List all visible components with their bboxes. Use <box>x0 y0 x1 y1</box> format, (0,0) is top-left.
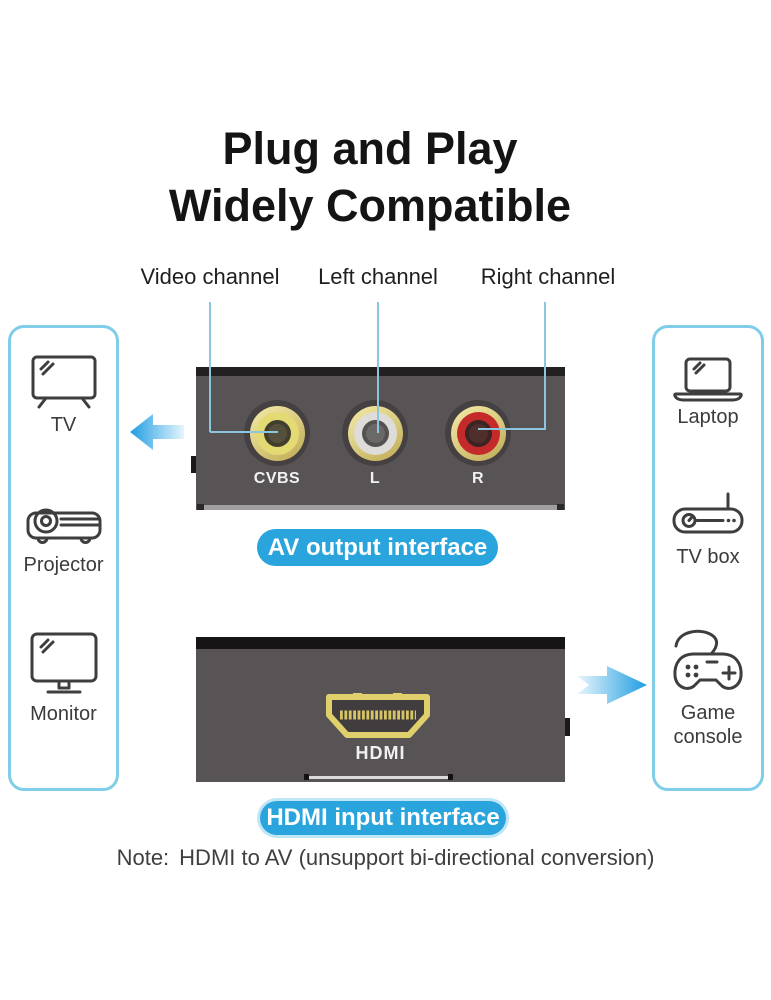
input-devices-panel: Laptop TV box <box>652 325 764 791</box>
note-prefix: Note: <box>116 845 170 870</box>
rca-hole <box>464 419 492 447</box>
output-direction-arrow-icon <box>130 414 184 450</box>
game-console-icon <box>673 629 743 690</box>
rca-port-right-audio <box>445 400 511 466</box>
hdmi-port <box>326 693 430 738</box>
title-line2: Widely Compatible <box>168 180 572 231</box>
laptop-icon <box>673 357 743 402</box>
panel-item-label: TV box <box>676 546 740 568</box>
panel-item-tv: TV <box>11 354 116 437</box>
hdmi-converter-device: HDMI <box>196 637 570 782</box>
device-bottom-trim <box>199 505 562 510</box>
rca-hole <box>263 419 291 447</box>
tv-icon <box>31 355 96 409</box>
video-channel-guide-line <box>209 302 211 432</box>
rca-port-cvbs <box>244 400 310 466</box>
input-direction-arrow-icon <box>577 666 647 704</box>
l-port-label: L <box>369 470 381 487</box>
right-channel-guide-line <box>544 302 546 430</box>
device-top-edge <box>196 637 565 649</box>
device-side-tab <box>191 456 196 473</box>
video-channel-label: Video channel <box>140 264 280 289</box>
monitor-icon <box>30 632 97 694</box>
projector-icon <box>26 508 101 544</box>
panel-item-label: TV <box>50 414 77 436</box>
note-text: Note: HDMI to AV (unsupport bi-directiona… <box>0 845 771 871</box>
hdmi-input-badge: HDMI input interface <box>260 801 506 835</box>
rca-color-ring <box>353 411 397 455</box>
cvbs-port-label: CVBS <box>253 470 301 487</box>
right-channel-guide-line <box>478 428 546 430</box>
device-bottom-slot <box>308 776 448 779</box>
left-channel-guide-line <box>377 302 379 433</box>
device-top-edge <box>196 367 565 376</box>
video-channel-guide-line <box>210 431 278 433</box>
panel-item-game-console: Game console <box>655 626 761 749</box>
panel-item-label: Monitor <box>30 703 97 725</box>
trim-cap <box>557 504 564 510</box>
rca-gold-ring <box>347 405 403 461</box>
note-body: HDMI to AV (unsupport bi-directional con… <box>179 845 655 870</box>
tv-box-icon <box>672 492 744 534</box>
right-channel-label: Right channel <box>480 264 616 289</box>
panel-item-tv-box: TV box <box>655 490 761 569</box>
title-line1: Plug and Play <box>222 123 518 174</box>
rca-gold-ring <box>249 405 305 461</box>
rca-gold-ring <box>450 405 506 461</box>
slot-cap <box>304 774 309 780</box>
slot-cap <box>448 774 453 780</box>
rca-hole <box>361 419 389 447</box>
panel-item-label: Projector <box>23 554 104 576</box>
panel-item-monitor: Monitor <box>11 631 116 726</box>
rca-color-ring <box>456 411 500 455</box>
panel-item-label: Game console <box>673 702 743 748</box>
av-output-badge: AV output interface <box>257 529 498 566</box>
rca-color-ring <box>255 411 299 455</box>
page-title: Plug and Play Widely Compatible <box>0 120 740 234</box>
panel-item-label: Laptop <box>677 406 739 428</box>
left-channel-label: Left channel <box>318 264 438 289</box>
trim-cap <box>197 504 204 510</box>
panel-item-laptop: Laptop <box>655 356 761 429</box>
output-devices-panel: TV Projector Monitor <box>8 325 119 791</box>
device-side-tab <box>565 718 570 736</box>
av-converter-device: CVBS L R <box>191 367 565 510</box>
hdmi-port-label: HDMI <box>355 743 406 763</box>
r-port-label: R <box>471 470 485 487</box>
rca-port-left-audio <box>342 400 408 466</box>
panel-item-projector: Projector <box>11 500 116 577</box>
